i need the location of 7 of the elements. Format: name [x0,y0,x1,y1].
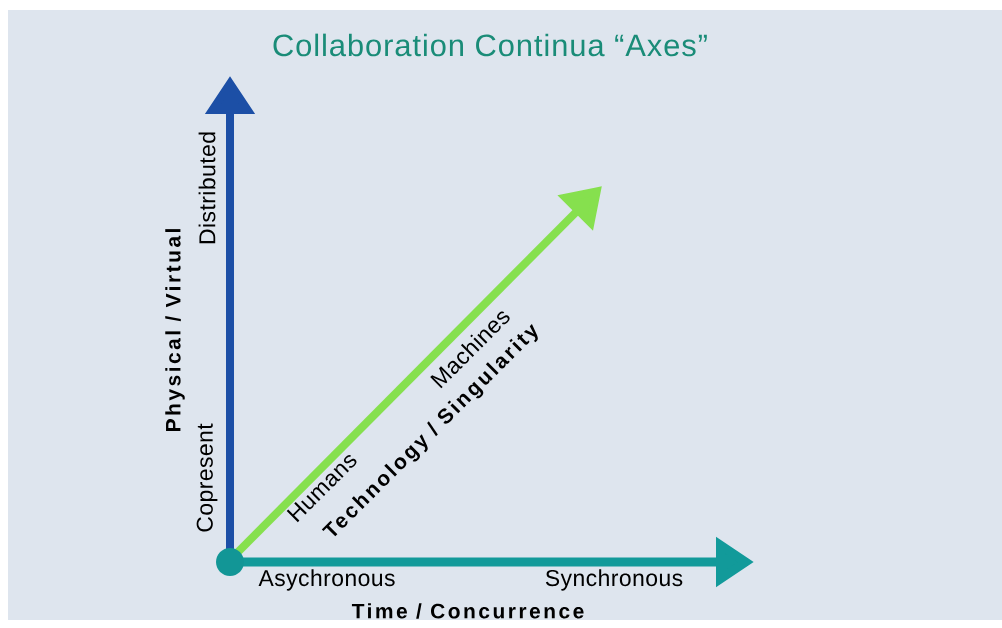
axis-end-label: Copresent [196,423,218,532]
axis-end-label: Asychronous [258,569,395,591]
title: Collaboration Continua “Axes” [273,33,707,57]
axis-end-label: Synchronous [545,569,683,591]
axis-title: Physical / Virtual [165,229,185,431]
axis-end-label: Distributed [198,132,216,244]
axis-title: Time / Concurrence [351,603,584,619]
